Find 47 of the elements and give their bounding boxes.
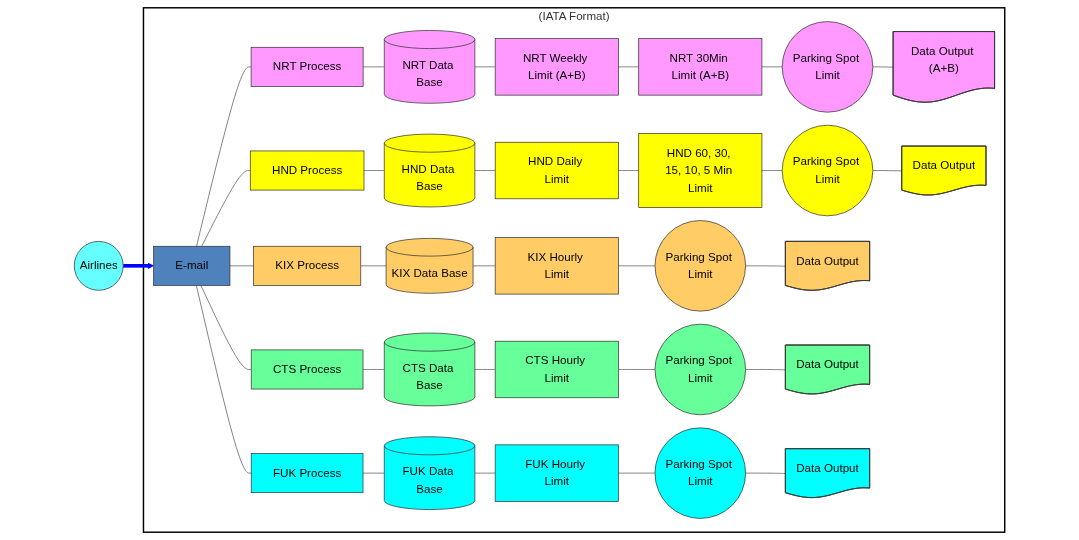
- connector: [872, 66, 894, 68]
- connector: [201, 170, 251, 247]
- node-circle: Parking Spot Limit: [781, 124, 874, 217]
- connector: [362, 472, 385, 474]
- node-box: E-mail: [153, 245, 231, 286]
- node-box: HND 60, 30, 15, 10, 5 Min Limit: [638, 133, 763, 208]
- connector: [360, 265, 387, 267]
- connector: [196, 285, 252, 474]
- node-circle: Airlines: [73, 241, 124, 291]
- connector: [363, 170, 385, 171]
- connector: [474, 472, 496, 474]
- connector: [196, 66, 252, 247]
- connector: [362, 66, 385, 68]
- node-box: CTS Hourly Limit: [494, 340, 619, 399]
- node-box: FUK Process: [250, 453, 364, 494]
- arrow: [123, 262, 154, 269]
- node-box: FUK Hourly Limit: [494, 444, 619, 502]
- connector: [745, 472, 787, 474]
- node-box: HND Process: [249, 150, 365, 191]
- node-box: KIX Process: [253, 245, 362, 286]
- connector: [618, 170, 640, 171]
- connector: [362, 369, 385, 370]
- connector: [200, 285, 252, 370]
- node-box: CTS Process: [250, 349, 364, 390]
- node-box: NRT 30Min Limit (A+B): [638, 38, 763, 96]
- node-circle: Parking Spot Limit: [781, 21, 874, 113]
- node-circle: Parking Spot Limit: [654, 220, 746, 312]
- connector: [474, 369, 496, 370]
- connector: [761, 66, 783, 68]
- connector: [745, 369, 787, 371]
- connector: [474, 66, 496, 68]
- connector: [761, 170, 783, 171]
- connector: [229, 265, 254, 267]
- connector: [474, 170, 496, 171]
- node-box: NRT Weekly Limit (A+B): [494, 38, 619, 96]
- connector: [618, 66, 640, 68]
- connector: [618, 369, 656, 370]
- connector: [618, 472, 656, 474]
- node-box: KIX Hourly Limit: [494, 237, 619, 295]
- connector: [472, 265, 496, 267]
- connector: [618, 265, 656, 267]
- node-box: HND Daily Limit: [494, 141, 619, 200]
- connector: [745, 265, 787, 267]
- node-box: NRT Process: [250, 46, 364, 87]
- connector: [872, 170, 903, 172]
- node-circle: Parking Spot Limit: [654, 323, 746, 416]
- node-circle: Parking Spot Limit: [654, 427, 746, 519]
